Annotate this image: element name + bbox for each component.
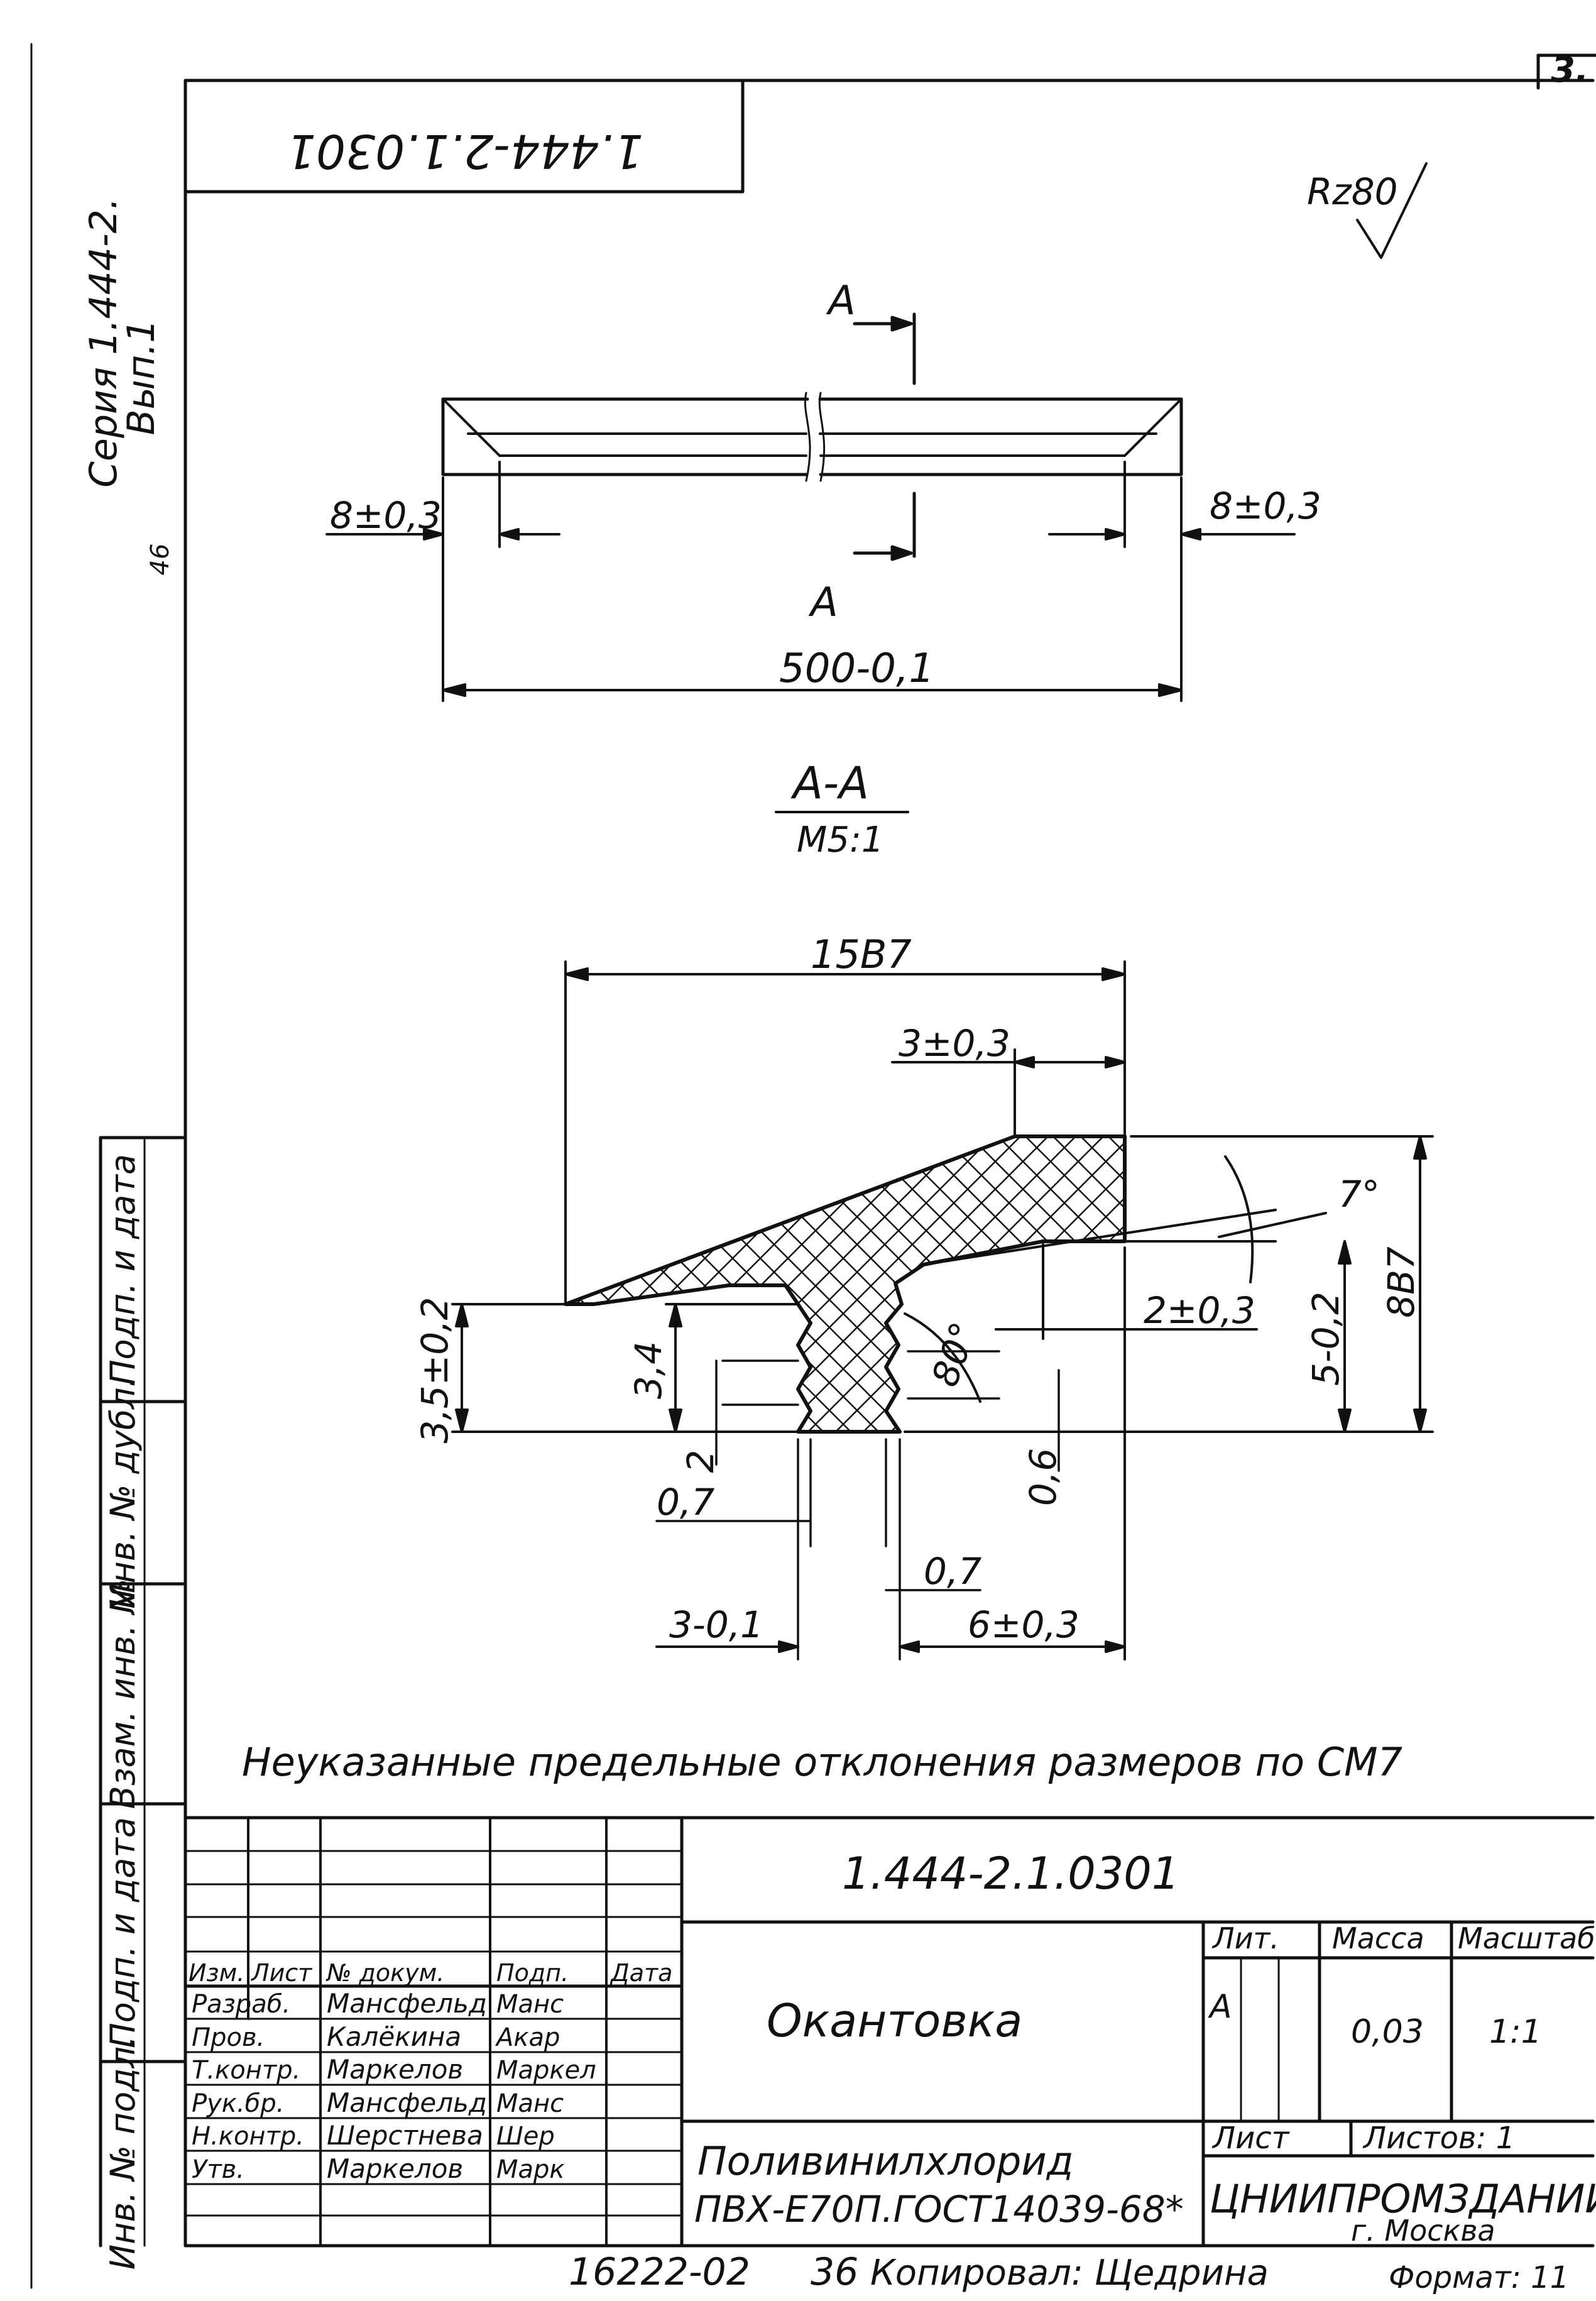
format: Формат: 11 [1389, 2260, 1569, 2295]
signature-6: Марк [496, 2155, 565, 2184]
section-scale: M5:1 [797, 820, 883, 860]
dim-right-8: 8±0,3 [1210, 485, 1321, 527]
signature-5: Шер [496, 2122, 555, 2151]
doc-code: 1.444-2.1.0301 [842, 1848, 1179, 1899]
role-utv: Утв. [192, 2155, 244, 2184]
role-rukbr: Рук.бр. [192, 2089, 284, 2118]
col-header-date: Дата [609, 1959, 672, 1987]
copier: Копировал: Щедрина [870, 2253, 1269, 2293]
signature-4: Манс [496, 2089, 564, 2118]
section-view: A-A M5:1 15B7 3±0,3 7° [413, 757, 1434, 1661]
tolerance-note: Неуказанные предельные отклонения размер… [242, 1739, 1402, 1785]
dim-width: 15B7 [811, 931, 912, 977]
material-line1: Поливинилхлорид [697, 2138, 1074, 2184]
plan-view: A A 8±0,3 8±0,3 500-0,1 [325, 278, 1321, 702]
bottom-line: 16222-02 36 Копировал: Щедрина Формат: 1… [569, 2250, 1569, 2295]
svg-text:Rz80: Rz80 [1307, 170, 1398, 213]
dim-groove: 2±0,3 [1144, 1289, 1255, 1332]
side-number: 46 [146, 544, 175, 576]
dim-tooth-pitch: 2 [679, 1450, 722, 1473]
section-mark-bottom: A [808, 579, 838, 626]
col-header-doc: № докум. [325, 1959, 444, 1987]
organization: ЦНИИПРОМЗДАНИЙ [1210, 2175, 1596, 2222]
dim-left-07: 0,7 [657, 1481, 714, 1524]
name-6: Маркелов [327, 2153, 463, 2184]
name-3: Маркелов [327, 2054, 463, 2085]
dim-angle-teeth: 80° [923, 1317, 985, 1392]
dim-bottom-right: 6±0,3 [968, 1603, 1079, 1646]
section-mark-top: A [826, 278, 856, 324]
order-number: 16222-02 [569, 2250, 750, 2294]
role-tkontr: Т.контр. [192, 2056, 300, 2085]
name-2: Калёкина [327, 2021, 461, 2052]
col-header-izm: Изм. [189, 1959, 244, 1987]
dim-angle-top: 7° [1338, 1173, 1380, 1216]
dim-top-offset: 3±0,3 [899, 1022, 1010, 1065]
part-name: Окантовка [767, 1994, 1022, 2047]
dim-bottom-07: 0,7 [924, 1550, 981, 1593]
city: г. Москва [1351, 2214, 1495, 2248]
roughness-symbol: Rz80 [1307, 162, 1428, 259]
sheets-label: Листов: 1 [1362, 2121, 1515, 2156]
dim-length: 500-0,1 [779, 645, 934, 692]
name-1: Мансфельд [327, 1988, 487, 2019]
stamp-sign-date-2: Подп. и дата [103, 1817, 143, 2048]
stamp-replace-inv: Взам. инв. № [103, 1579, 143, 1809]
signature-3: Маркел [496, 2056, 596, 2085]
role-prov: Пров. [192, 2023, 265, 2052]
signature-2: Акар [495, 2023, 560, 2052]
sheet-corner-number: 3. [1551, 50, 1588, 91]
dim-bottom-left: 3-0,1 [669, 1603, 763, 1646]
header-scale: Масштаб [1458, 1921, 1595, 1955]
title-block: 1.444-2.1.0301 Окантовка Поливинилхлорид… [183, 1816, 1596, 2248]
sheet-label: Лист [1211, 2121, 1291, 2156]
stamp-sign-date-1: Подп. и дата [103, 1154, 143, 1385]
role-nkontr: Н.контр. [192, 2122, 304, 2151]
lit-value: А [1208, 1988, 1232, 2026]
mass-value: 0,03 [1351, 2013, 1424, 2051]
dim-right-height-b: 8B7 [1380, 1246, 1423, 1318]
dim-left-8: 8±0,3 [330, 494, 442, 537]
header-mass: Масса [1332, 1921, 1424, 1955]
stamp-orig-inv: Инв. № подл. [103, 2036, 143, 2270]
dim-teeth-height: 3,4 [627, 1341, 670, 1399]
top-code-mirrored: 1.444-2.1.0301 [287, 124, 643, 178]
col-header-sign: Подп. [496, 1959, 569, 1987]
col-header-list: Лист [250, 1959, 313, 1987]
issue-note: Вып.1 [119, 319, 163, 435]
stamp-dup-inv: Инв. № дубл. [103, 1376, 143, 1608]
copy-number: 36 [811, 2250, 858, 2294]
scale-value: 1:1 [1489, 2013, 1542, 2051]
signature-1: Манс [496, 1990, 564, 2019]
role-razrab: Разраб. [192, 1990, 290, 2019]
series-note: Серия 1.444-2. [82, 197, 126, 488]
name-5: Шерстнева [327, 2120, 483, 2151]
header-lit: Лит. [1211, 1921, 1279, 1955]
material-line2: ПВХ-Е70П.ГОСТ14039-68* [694, 2188, 1184, 2231]
side-stamp: Подп. и дата Инв. № дубл. Взам. инв. № П… [99, 1136, 187, 2270]
dim-left-height: 3,5±0,2 [413, 1297, 456, 1443]
dim-right-height-a: 5-0,2 [1304, 1292, 1347, 1386]
name-4: Мансфельд [327, 2087, 487, 2118]
dim-06: 0,6 [1022, 1448, 1064, 1506]
section-title: A-A [790, 757, 869, 809]
